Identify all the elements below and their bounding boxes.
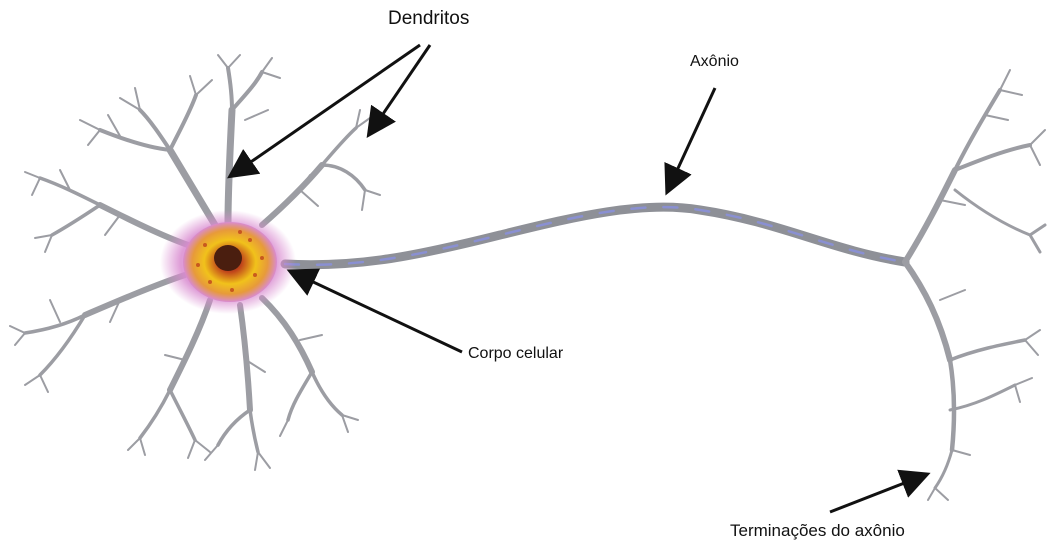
axon-terminals-arrow — [830, 475, 925, 512]
cell-body-label: Corpo celular — [468, 345, 563, 363]
cell-body-arrow — [292, 272, 462, 352]
cell-body — [160, 210, 296, 314]
dendrites-arrow-left — [232, 45, 420, 175]
arrows — [232, 45, 925, 512]
axon-label: Axônio — [690, 53, 739, 71]
nucleus — [214, 245, 242, 271]
dendrites-label: Dendritos — [388, 8, 469, 30]
axon-terminals — [905, 70, 1045, 500]
axon — [285, 207, 905, 265]
axon-terminals-label: Terminações do axônio — [730, 521, 905, 541]
axon-arrow — [668, 88, 715, 190]
